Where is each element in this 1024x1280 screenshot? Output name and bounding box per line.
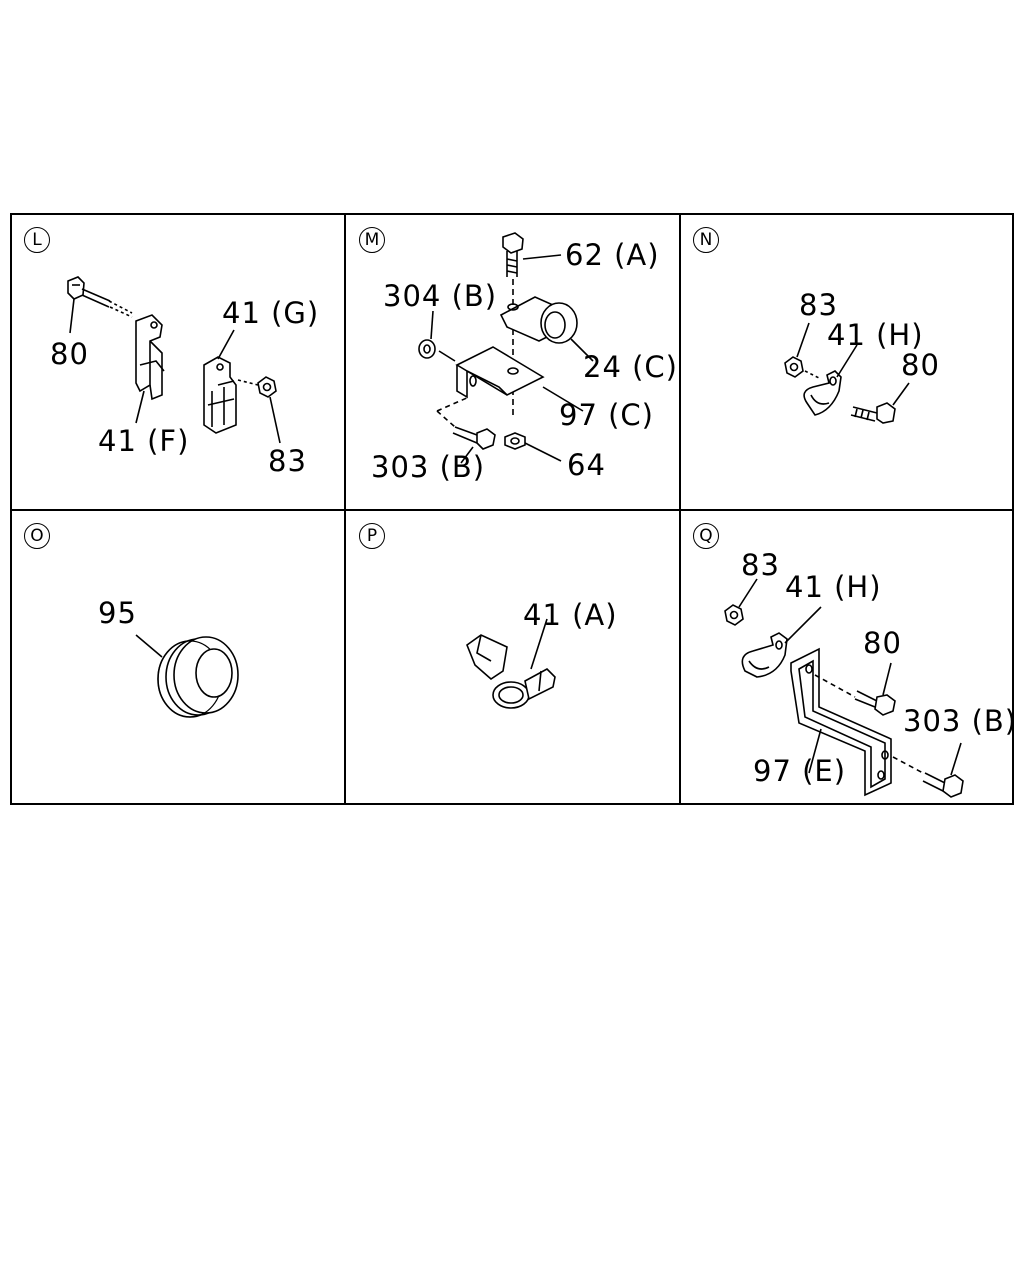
panel-letter-badge: M [359, 227, 385, 253]
grommet-illustration [12, 511, 347, 807]
callout-304b: 304 (B) [383, 279, 498, 313]
panel-n: N 83 41 (H) 80 [681, 215, 1016, 511]
panel-letter-badge: N [693, 227, 719, 253]
callout-95: 95 [98, 596, 137, 630]
callout-64: 64 [567, 448, 606, 482]
clamp-assembly-illustration [681, 215, 1016, 511]
callout-41a: 41 (A) [523, 598, 618, 632]
bolt-clamp-assembly-illustration [12, 215, 347, 511]
bracket-clamp-assembly-illustration [681, 511, 1016, 807]
panel-q: Q [681, 511, 1016, 807]
callout-303b: 303 (B) [903, 704, 1018, 738]
callout-41h: 41 (H) [785, 570, 882, 604]
panel-m: M [347, 215, 682, 511]
panel-letter-badge: P [359, 523, 385, 549]
callout-83: 83 [741, 548, 780, 582]
panel-letter-badge: L [24, 227, 50, 253]
callout-80: 80 [863, 626, 902, 660]
panel-letter-badge: O [24, 523, 50, 549]
callout-62a: 62 (A) [565, 238, 660, 272]
callout-24c: 24 (C) [583, 350, 678, 384]
callout-41g: 41 (G) [222, 296, 320, 330]
panel-o: O 95 [12, 511, 347, 807]
callout-83: 83 [799, 288, 838, 322]
callout-303b: 303 (B) [371, 450, 486, 484]
grid-divider [12, 509, 1012, 511]
callout-83: 83 [268, 444, 307, 478]
callout-97e: 97 (E) [753, 754, 847, 788]
callout-41f: 41 (F) [98, 424, 190, 458]
callout-97c: 97 (C) [559, 398, 654, 432]
callout-80: 80 [901, 348, 940, 382]
hose-clamp-illustration [347, 511, 682, 807]
parts-diagram-grid: L [10, 213, 1016, 807]
panel-l: L [12, 215, 347, 511]
panel-letter-badge: Q [693, 523, 719, 549]
bracket-clamp-assembly-illustration [347, 215, 682, 511]
panel-p: P 41 (A) [347, 511, 682, 807]
callout-80: 80 [50, 337, 89, 371]
callout-41h: 41 (H) [827, 318, 924, 352]
